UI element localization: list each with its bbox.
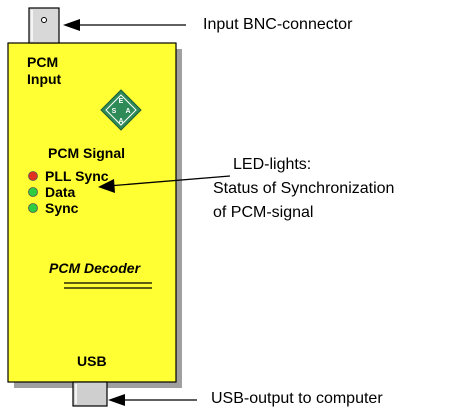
input-label-input: Input: [27, 71, 62, 87]
led-label-data: Data: [45, 184, 76, 200]
input-label-pcm: PCM: [27, 54, 59, 70]
logo-letter-a2: A: [118, 118, 123, 125]
usb-label: USB: [77, 353, 107, 369]
logo-letter-e: E: [119, 98, 124, 105]
esa-logo-icon: E S A A: [100, 89, 142, 131]
led-sync-icon: [28, 203, 38, 213]
usb-connector: [72, 381, 108, 407]
led-label-pll-sync: PLL Sync: [45, 168, 109, 184]
arrow-led: [98, 175, 231, 193]
product-name: PCM Decoder: [49, 260, 141, 276]
callout-usb: USB-output to computer: [211, 390, 383, 407]
led-data-icon: [28, 187, 38, 197]
bnc-pin-icon: [41, 17, 47, 23]
led-pll-sync-icon: [28, 171, 38, 181]
arrow-usb: [108, 394, 197, 406]
bnc-connector: [28, 7, 60, 44]
signal-heading: PCM Signal: [48, 145, 126, 161]
callout-bnc: Input BNC-connector: [203, 16, 353, 33]
led-label-sync: Sync: [45, 200, 79, 216]
callout-led-line2: Status of Synchronization: [213, 180, 395, 197]
arrow-bnc: [63, 19, 186, 31]
device-body: [7, 42, 177, 383]
callout-led-line3: of PCM-signal: [213, 204, 314, 221]
logo-letter-a1: A: [125, 108, 130, 115]
callout-led-line1: LED-lights:: [233, 156, 312, 173]
logo-letter-s: S: [112, 108, 117, 115]
